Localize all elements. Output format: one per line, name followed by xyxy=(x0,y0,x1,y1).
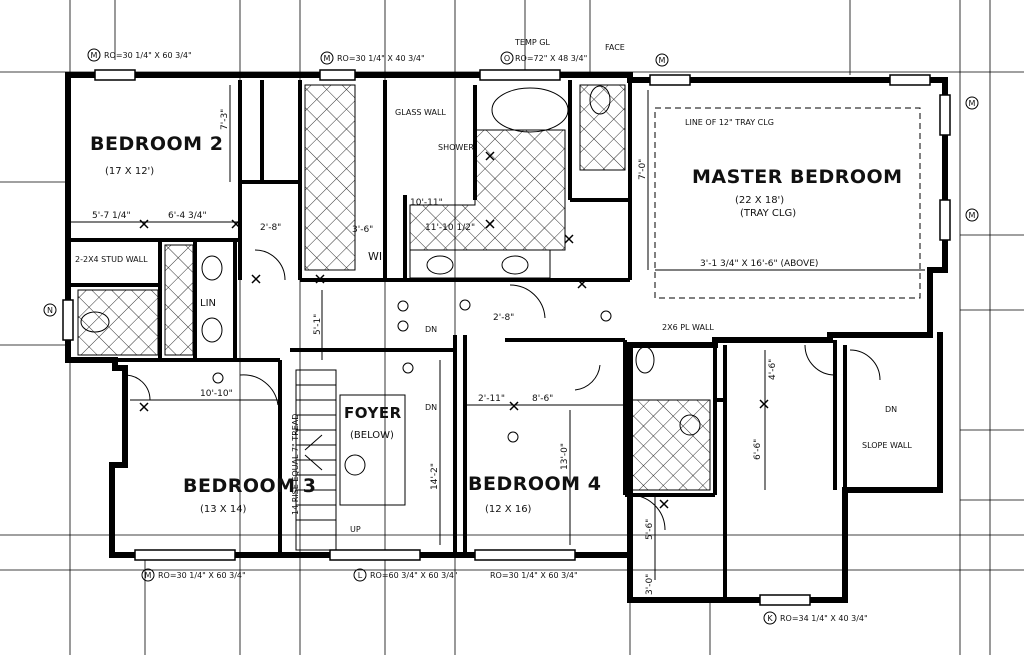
marker-5: M xyxy=(969,99,976,108)
toilet-hall xyxy=(635,346,655,374)
sink-b2-bottom xyxy=(201,317,223,343)
tile-areas xyxy=(77,84,711,491)
dim-10: 10'-10" xyxy=(200,389,233,399)
dim-7: 10'-11" xyxy=(410,198,443,208)
foyer-size: (BELOW) xyxy=(350,430,394,441)
sink-left xyxy=(426,255,454,275)
dn-label-3: DN xyxy=(885,405,897,414)
up-label: UP xyxy=(350,525,361,534)
stairs xyxy=(295,369,406,551)
face-note: FACE xyxy=(605,43,625,52)
marker-7: M xyxy=(969,211,976,220)
dim-4: 2'-8" xyxy=(260,223,281,233)
temp-gl-note: TEMP GL xyxy=(514,38,550,47)
dim-5: 3'-6" xyxy=(352,225,373,235)
annotations: 2-2X4 STUD WALL LINE OF 12" TRAY CLG 2X6… xyxy=(75,108,912,534)
dim-18: 4'-6" xyxy=(768,359,778,380)
marker-2: M xyxy=(324,54,331,63)
bedroom2-size: (17 X 12') xyxy=(105,166,154,177)
riser-note: 14 RISE EQUAL 7" TREAD xyxy=(291,414,300,515)
room-labels: BEDROOM 2 (17 X 12') MASTER BEDROOM (22 … xyxy=(90,133,903,515)
window-top-left: RO=30 1/4" X 60 3/4" xyxy=(104,51,192,60)
bedroom4-title: BEDROOM 4 xyxy=(468,473,601,495)
dim-9: 7'-0" xyxy=(638,159,648,180)
window-markers: M M O M M N M M L K xyxy=(43,48,979,625)
window-top-bath: RO=72" X 48 3/4" xyxy=(515,54,587,63)
bathtub xyxy=(491,87,569,133)
foyer-title: FOYER xyxy=(344,404,402,422)
dim-15: 6'-6" xyxy=(753,439,763,460)
dim-16: 5'-6" xyxy=(645,519,655,540)
lin-label: LIN xyxy=(200,298,216,309)
marker-10: K xyxy=(767,614,773,623)
master-title: MASTER BEDROOM xyxy=(692,166,903,188)
toilet-b2 xyxy=(80,311,110,333)
dim-3: 7'-3" xyxy=(220,109,230,130)
dimensions: 5'-7 1/4" 6'-4 3/4" 7'-3" 2'-8" 3'-6" 3'… xyxy=(68,85,925,595)
master-size: (22 X 18') xyxy=(735,195,784,206)
marker-4: M xyxy=(659,56,666,65)
dn-label-2: DN xyxy=(425,403,437,412)
dim-12: 8'-6" xyxy=(532,394,553,404)
window-bottom-foyer: RO=60 3/4" X 60 3/4" xyxy=(370,571,458,580)
dim-8: 11'-10 1/2" xyxy=(425,223,475,233)
sink-b2-top xyxy=(201,255,223,281)
dim-19: 5'-1" xyxy=(313,314,323,335)
wi-label: WI xyxy=(368,250,382,263)
bedroom3-title: BEDROOM 3 xyxy=(183,475,316,497)
tray-ceiling-line xyxy=(654,107,921,299)
dim-11: 2'-11" xyxy=(478,394,505,404)
bedroom3-size: (13 X 14) xyxy=(200,504,247,515)
door-swings xyxy=(124,249,881,531)
marker-9: L xyxy=(358,571,363,580)
window-top-mid: RO=30 1/4" X 40 3/4" xyxy=(337,54,425,63)
shower-note: SHOWER xyxy=(438,143,474,152)
sink-hall xyxy=(679,414,701,436)
toilet-master xyxy=(589,85,611,115)
stud-wall-note: 2-2X4 STUD WALL xyxy=(75,255,148,264)
dim-2: 6'-4 3/4" xyxy=(168,211,207,221)
dim-1: 5'-7 1/4" xyxy=(92,211,131,221)
bedroom2-title: BEDROOM 2 xyxy=(90,133,223,155)
dim-14: 14'-2" xyxy=(430,463,440,490)
bedroom4-size: (12 X 16) xyxy=(485,504,532,515)
window-bottom-b4: RO=30 1/4" X 60 3/4" xyxy=(490,571,578,580)
two-by-six-note: 2X6 PL WALL xyxy=(662,323,714,332)
dim-6: 3'-1 3/4" X 16'-6" (ABOVE) xyxy=(700,259,818,269)
x-marks xyxy=(139,151,769,509)
reference-tags xyxy=(212,299,612,443)
window-labels: RO=30 1/4" X 60 3/4" RO=30 1/4" X 40 3/4… xyxy=(104,38,868,623)
glass-wall-note: GLASS WALL xyxy=(395,108,446,117)
marker-3: O xyxy=(504,54,510,63)
slope-wall-note: SLOPE WALL xyxy=(862,441,912,450)
marker-1: M xyxy=(91,51,98,60)
master-note: (TRAY CLG) xyxy=(740,208,796,219)
dim-13: 13'-0" xyxy=(560,443,570,470)
marker-8: M xyxy=(145,571,152,580)
dim-20: 2'-8" xyxy=(493,313,514,323)
fixtures xyxy=(80,85,701,476)
dim-17: 3'-0" xyxy=(645,574,655,595)
window-symbols xyxy=(62,69,951,606)
foyer-light xyxy=(344,454,366,476)
dn-label-1: DN xyxy=(425,325,437,334)
sink-right xyxy=(501,255,529,275)
tray-line-note: LINE OF 12" TRAY CLG xyxy=(685,118,774,127)
marker-6: N xyxy=(47,306,53,315)
window-bottom-right: RO=34 1/4" X 40 3/4" xyxy=(780,614,868,623)
window-bottom-left: RO=30 1/4" X 60 3/4" xyxy=(158,571,246,580)
